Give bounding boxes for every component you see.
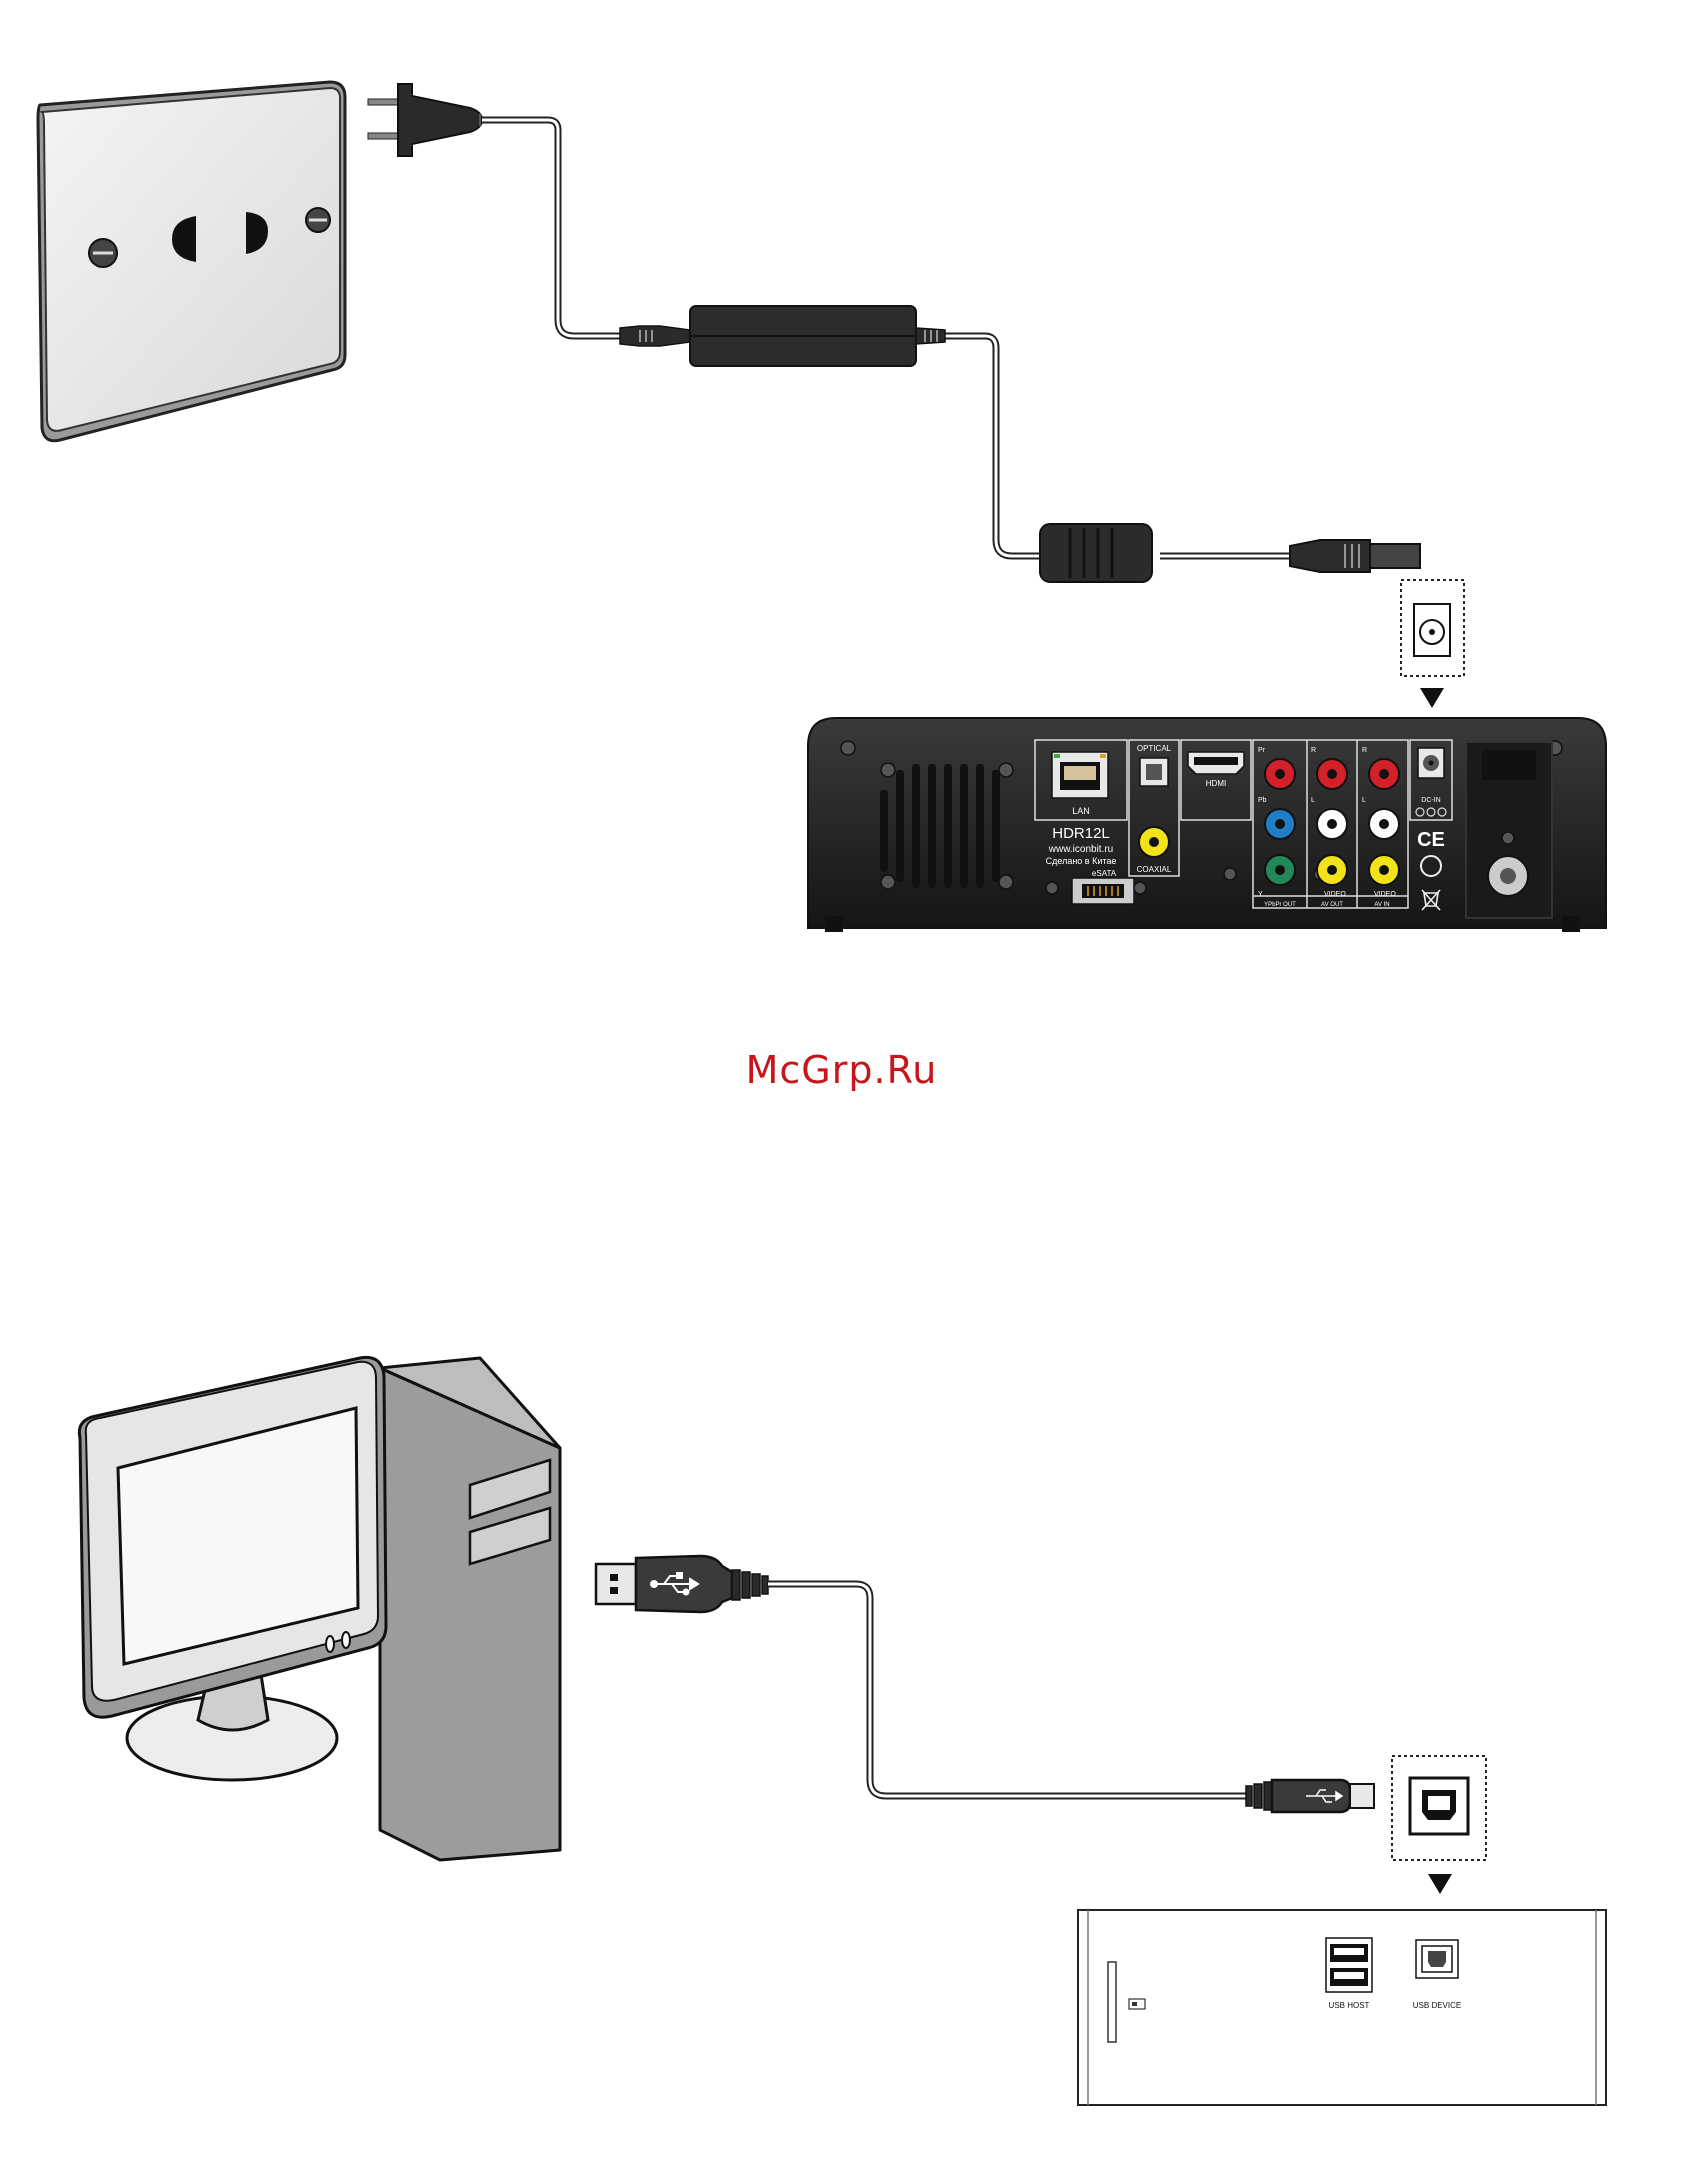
usb-device-port (1416, 1940, 1458, 1978)
media-player-rear: LAN HDR12L www.iconbit.ru Сделано в Кита… (808, 718, 1606, 932)
computer-icon (79, 1357, 560, 1860)
dc-in-callout (1401, 580, 1464, 676)
video-label-out: VIDEO (1324, 891, 1346, 898)
media-player-side: USB HOST USB DEVICE (1078, 1910, 1606, 2105)
made-in-label: Сделано в Китае (1046, 856, 1117, 866)
socket-screw-right (306, 208, 330, 232)
y-label: Y (1258, 891, 1263, 898)
website-label: www.iconbit.ru (1048, 844, 1113, 855)
dc-in-label: DC-IN (1421, 797, 1440, 804)
r-label-out: R (1311, 747, 1316, 754)
video-label-in: VIDEO (1374, 891, 1396, 898)
esata-label: eSATA (1092, 869, 1117, 878)
socket-screw-left (89, 239, 117, 267)
ypbpr-out-label: YPbPr OUT (1264, 902, 1296, 908)
wall-socket (38, 82, 345, 441)
dc-plug (1290, 540, 1420, 572)
usb-host-label: USB HOST (1329, 2001, 1370, 2010)
lan-label: LAN (1072, 806, 1090, 816)
coaxial-label: COAXIAL (1137, 865, 1172, 874)
model-label: HDR12L (1052, 825, 1110, 842)
power-plug (368, 84, 482, 156)
usb-device-callout (1392, 1756, 1486, 1860)
pb-label: Pb (1258, 797, 1267, 804)
ce-mark: CE (1417, 829, 1445, 851)
pr-label: Pr (1258, 747, 1266, 754)
l-label-in: L (1362, 797, 1366, 804)
l-label-out: L (1311, 797, 1315, 804)
av-out-label: AV OUT (1321, 902, 1343, 908)
usb-cable (768, 1584, 1246, 1796)
ferrite-bead (1040, 524, 1152, 582)
arrow-down-icon (1420, 688, 1444, 708)
usb-a-plug (596, 1556, 768, 1612)
arrow-down-icon (1428, 1874, 1452, 1894)
av-in-label: AV IN (1374, 902, 1389, 908)
usb-b-plug (1246, 1780, 1374, 1812)
hdmi-label: HDMI (1206, 779, 1226, 788)
usb-device-label: USB DEVICE (1413, 2001, 1461, 2010)
optical-label: OPTICAL (1137, 744, 1172, 753)
r-label-in: R (1362, 747, 1367, 754)
usb-host-ports (1326, 1938, 1372, 1992)
power-adapter (620, 306, 945, 366)
